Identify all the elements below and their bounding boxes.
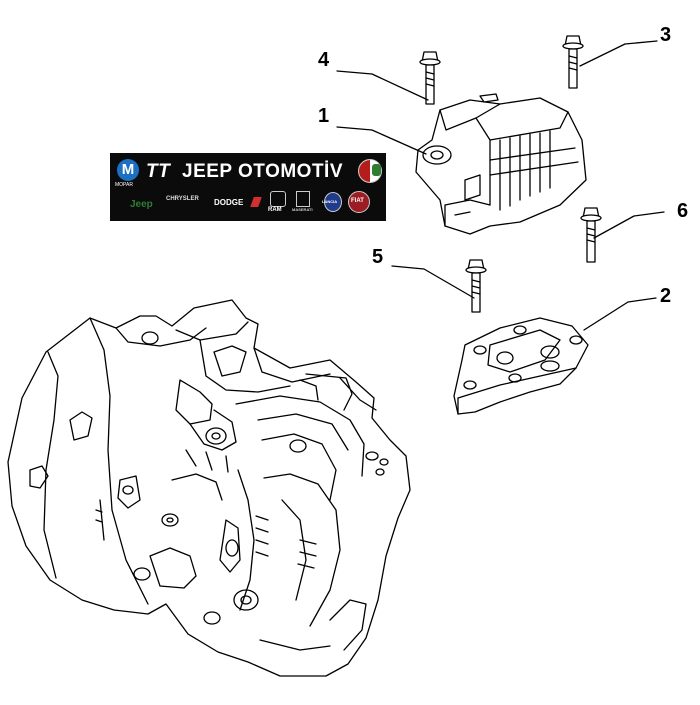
brand-logo-strip: Jeep CHRYSLER DODGE RAM MASERATI LANCIA … (116, 191, 382, 215)
chrysler-logo: CHRYSLER (166, 196, 199, 202)
engine-mount-upper (415, 93, 587, 235)
bolt-3 (562, 35, 584, 89)
mopar-logo-icon: M (117, 159, 139, 181)
leader-line-3 (579, 40, 658, 67)
dodge-logo: DODGE (214, 198, 244, 207)
lancia-logo: LANCIA (322, 199, 338, 204)
callout-6: 6 (677, 200, 689, 222)
bolt-4 (419, 51, 441, 105)
callout-3: 3 (660, 24, 672, 46)
callout-2: 2 (660, 285, 672, 307)
jeep-logo: Jeep (130, 199, 153, 210)
gearbox-housing (7, 299, 411, 677)
maserati-trident-icon (296, 191, 310, 207)
maserati-logo: MASERATI (292, 207, 313, 212)
dealer-watermark-banner: M MOPAR TT JEEP OTOMOTİV Jeep CHRYSLER D… (110, 153, 386, 221)
lancia-logo-icon (324, 192, 342, 212)
bolt-6 (580, 207, 602, 263)
ram-head-icon (270, 191, 286, 207)
callout-1: 1 (318, 105, 330, 127)
alfa-romeo-logo-icon (358, 159, 382, 183)
dealer-title: JEEP OTOMOTİV (182, 161, 344, 182)
dealer-name: TT JEEP OTOMOTİV (146, 161, 343, 183)
leader-line-6 (593, 211, 665, 239)
fiat-logo-icon (348, 191, 370, 213)
bolt-5 (465, 259, 487, 313)
leader-line-5 (391, 265, 475, 299)
fiat-logo: FIAT (351, 198, 364, 204)
leader-line-1 (336, 126, 427, 155)
tt-mark: TT (146, 161, 171, 182)
mount-bracket-lower (453, 317, 589, 415)
leader-line-2 (583, 297, 657, 331)
mopar-logo-label: MOPAR (115, 182, 133, 188)
dodge-stripes-icon (250, 197, 262, 207)
ram-logo: RAM (268, 207, 282, 213)
leader-line-4 (336, 70, 429, 101)
callout-4: 4 (318, 49, 330, 71)
callout-5: 5 (372, 246, 384, 268)
